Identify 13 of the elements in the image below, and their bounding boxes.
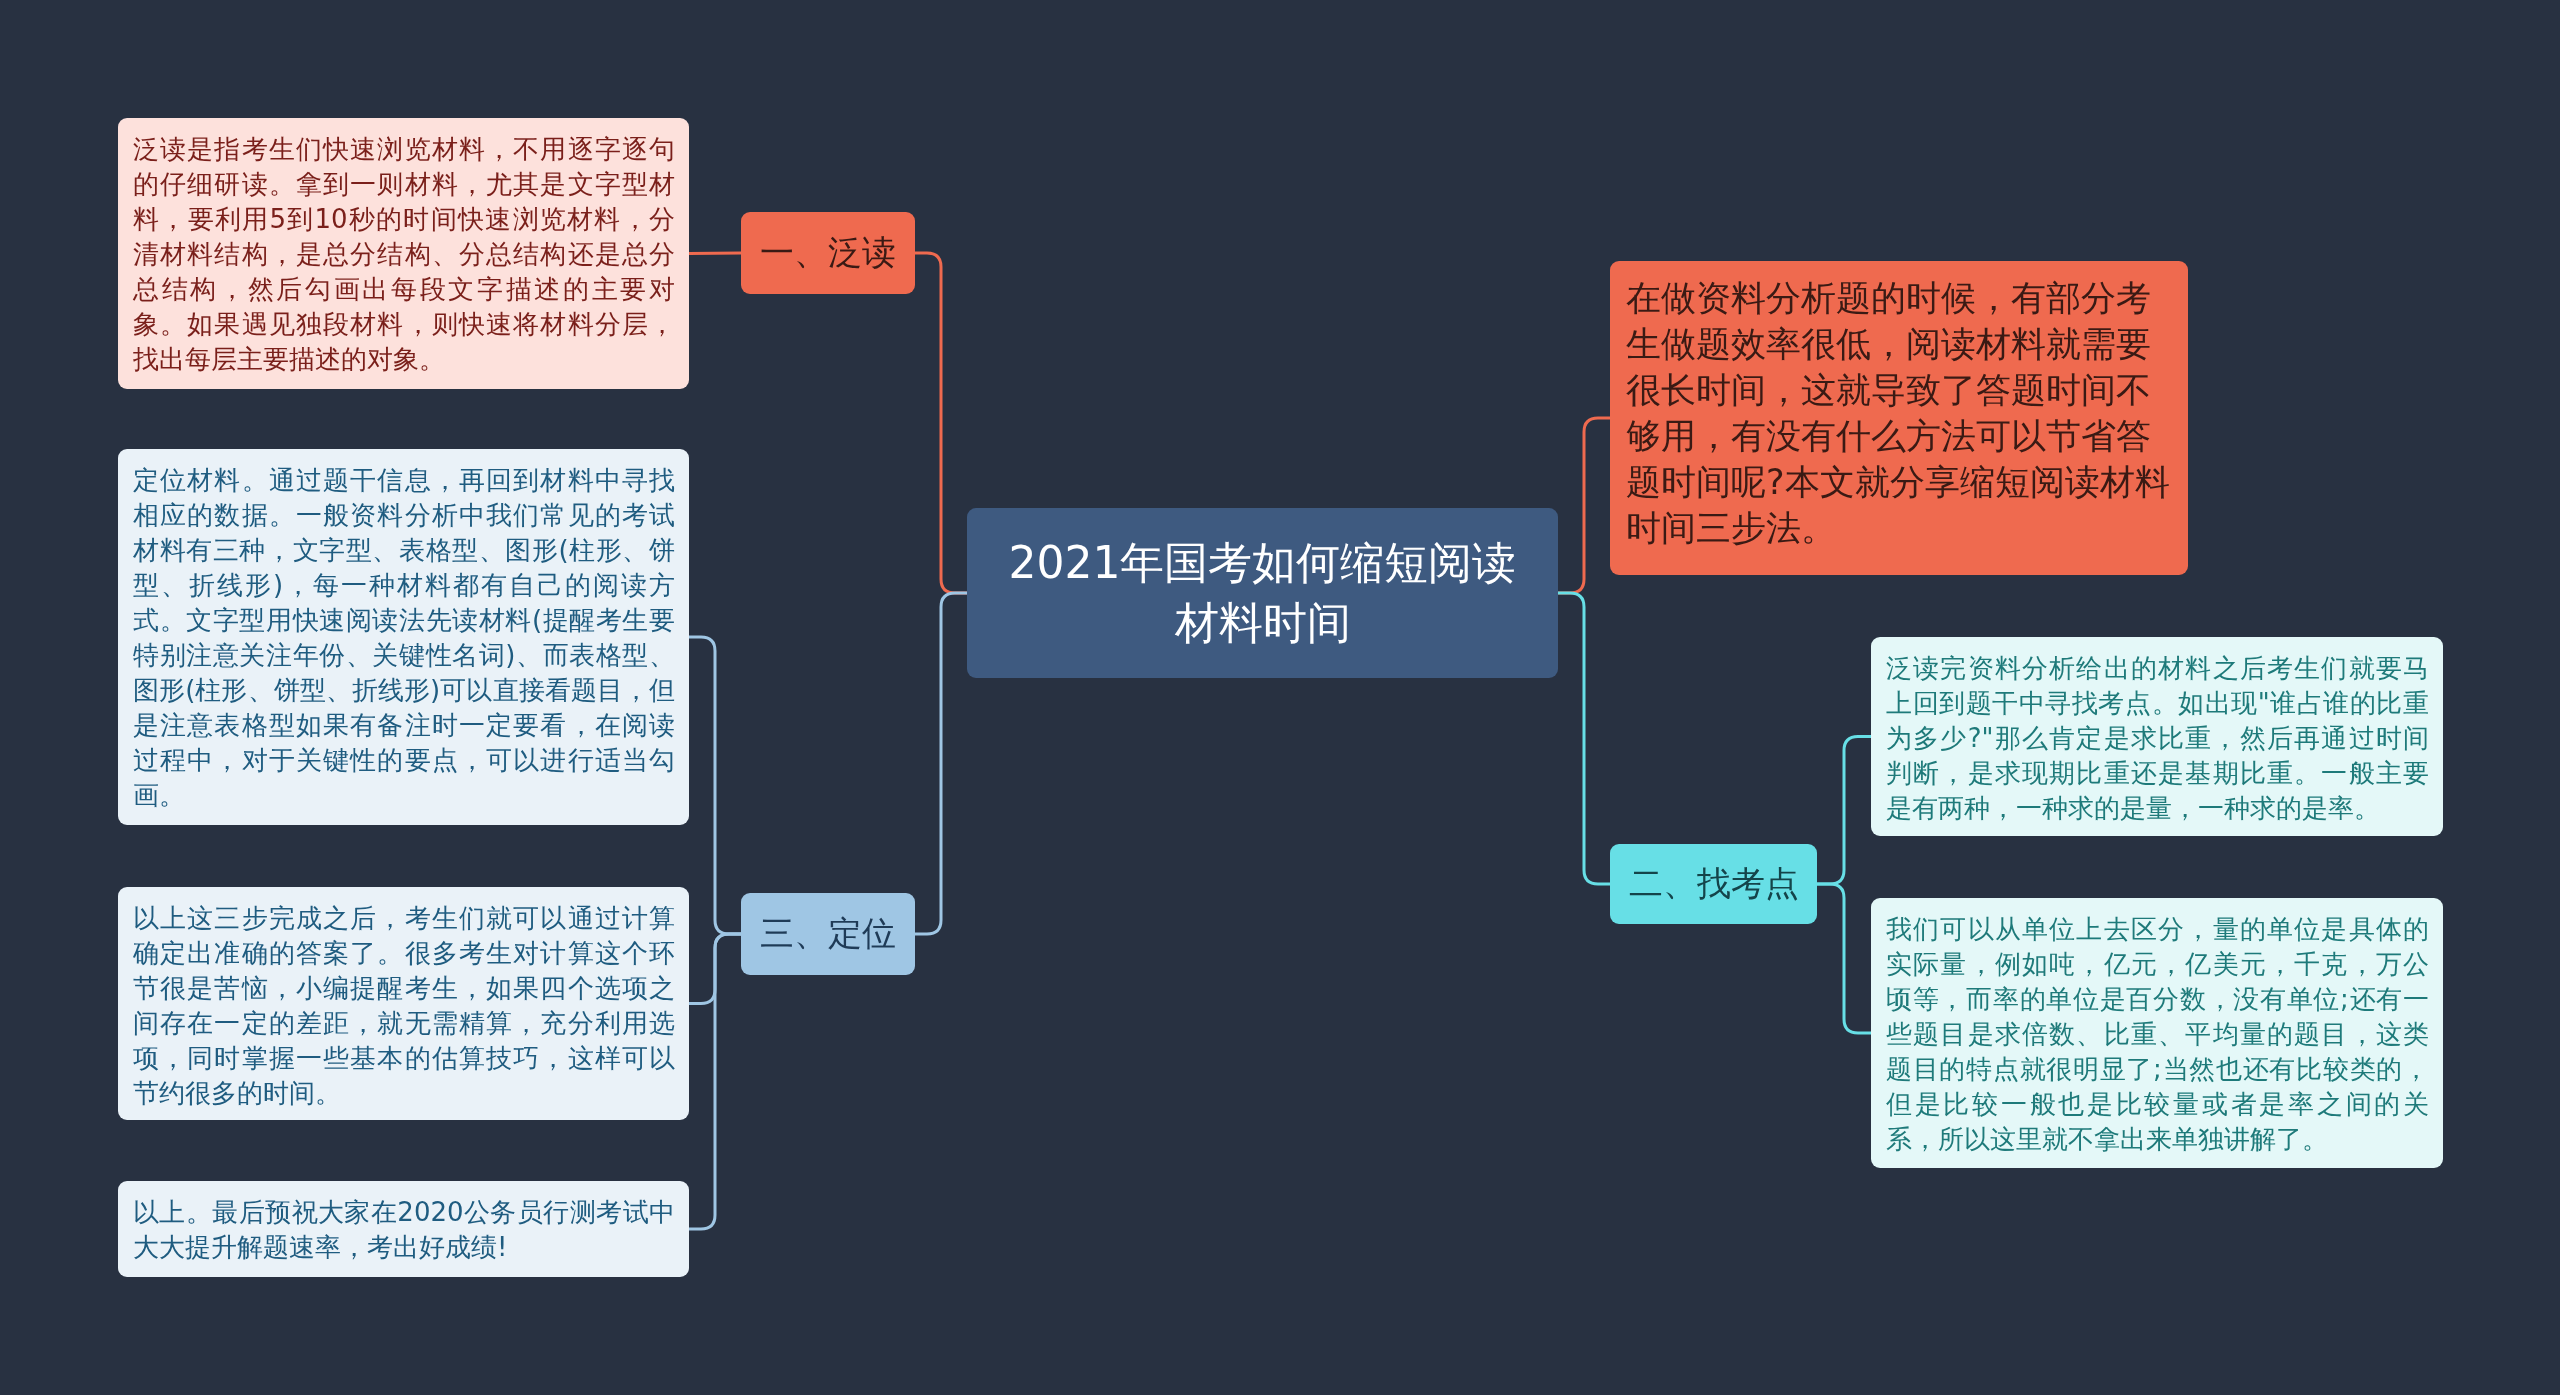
note-box: 我们可以从单位上去区分，量的单位是具体的实际量，例如吨，亿元，亿美元，千克，万公顷等，而率的单位是百分数，没有单位;还有一些题目是求倍数、比重、平均量的题目，这类题目的特点就很明显了;当然也还有比较类的，但是比较一般也是比较量或者是率之间的关系，所以这里就不拿出来单独讲解了。 (1871, 898, 2443, 1168)
branch-box: 二、找考点 (1610, 844, 1817, 924)
connector-line (1558, 591, 1610, 886)
topic-box: 2021年国考如何缩短阅读材料时间 (967, 508, 1558, 678)
note-box: 以上这三步完成之后，考生们就可以通过计算确定出准确的答案了。很多考生对计算这个环节很是苦恼，小编提醒考生，如果四个选项之间存在一定的差距，就无需精算，充分利用选项，同时掌握一些基本的估算技巧，这样可以节约很多的时间。 (118, 887, 689, 1120)
note-box: 定位材料。通过题干信息，再回到材料中寻找相应的数据。一般资料分析中我们常见的考试材料有三种，文字型、表格型、图形(柱形、饼型、折线形)，每一种材料都有自己的阅读方式。文字型用快速阅读法先读材料(提醒考生要特别注意关注年份、关键性名词)、而表格型、图形(柱形、饼型、折线形)可以直接看题目，但是注意表格型如果有备注时一定要看，在阅读过程中，对于关键性的要点，可以进行适当勾画。 (118, 449, 689, 825)
connector-line (689, 251, 741, 255)
note-box: 以上。最后预祝大家在2020公务员行测考试中大大提升解题速率，考出好成绩! (118, 1181, 689, 1277)
branch-box: 一、泛读 (741, 212, 915, 294)
note-box: 泛读完资料分析给出的材料之后考生们就要马上回到题干中寻找考点。如出现"谁占谁的比重为多少?"那么肯定是求比重，然后再通过时间判断，是求现期比重还是基期比重。一般主要是有两种，一种求的是量，一种求的是率。 (1871, 637, 2443, 836)
note-box: 在做资料分析题的时候，有部分考生做题效率很低，阅读材料就需要很长时间，这就导致了答题时间不够用，有没有什么方法可以节省答题时间呢?本文就分享缩短阅读材料时间三步法。 (1610, 261, 2188, 575)
note-box: 泛读是指考生们快速浏览材料，不用逐字逐句的仔细研读。拿到一则材料，尤其是文字型材料，要利用5到10秒的时间快速浏览材料，分清材料结构，是总分结构、分总结构还是总分总结构，然后勾画出每段文字描述的主要对象。如果遇见独段材料，则快速将材料分层，找出每层主要描述的对象。 (118, 118, 689, 389)
branch-box: 三、定位 (741, 893, 915, 975)
